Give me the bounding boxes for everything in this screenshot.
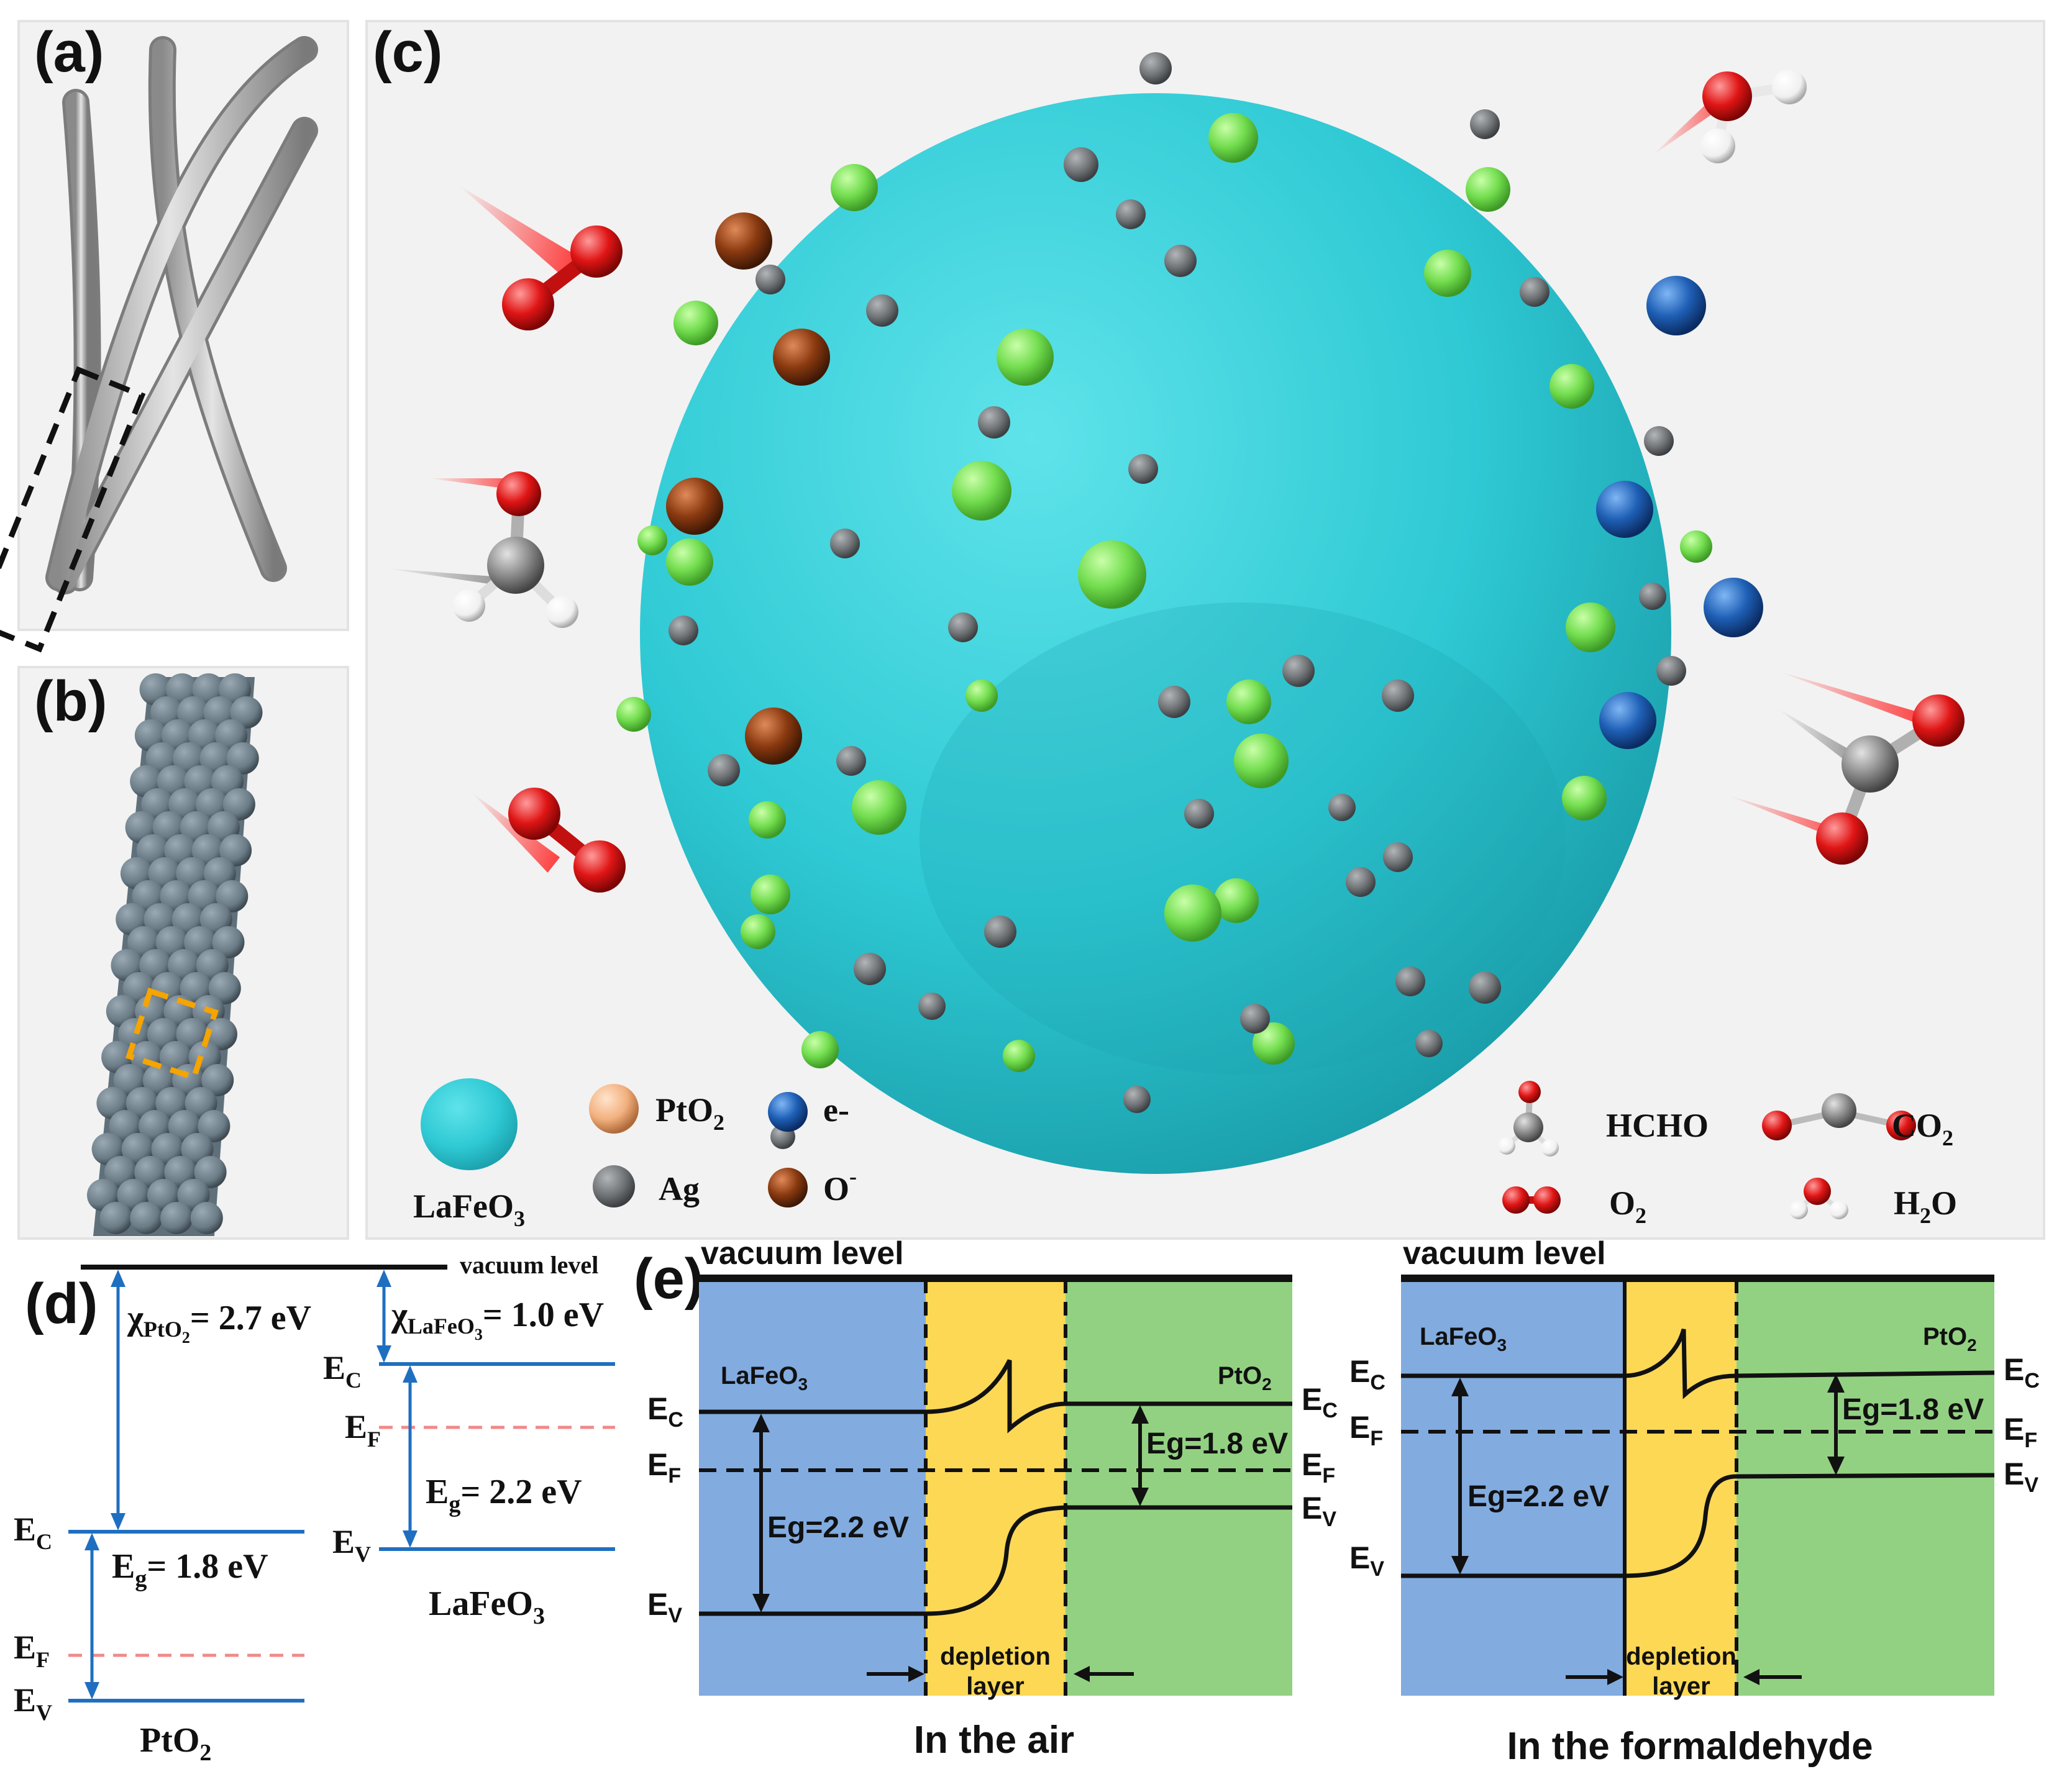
o2-molecule-top-left xyxy=(458,184,623,330)
e-air-ev-band xyxy=(699,1505,1292,1616)
h2o-molecule xyxy=(1653,70,1807,163)
o2-molecule-bottom-left xyxy=(471,788,626,893)
d-pto2-ef-label: EF xyxy=(14,1629,50,1672)
panel-label-b: (b) xyxy=(34,670,107,733)
d-lafeo3-ec-label: EC xyxy=(323,1349,362,1393)
d-chi-lafeo3-label: χLaFeO3= 1.0 eV xyxy=(391,1296,604,1344)
e-hcho-lafeo3-label: LaFeO3 xyxy=(1420,1323,1507,1355)
lafeo3-sphere xyxy=(640,93,1671,1174)
e-hcho-pto2-label: PtO2 xyxy=(1923,1323,1977,1355)
legend-panel-c: LaFeO3 PtO2 Ag e- O- HCHO CO2 xyxy=(413,1078,1957,1231)
e-air-caption: In the air xyxy=(914,1719,1074,1762)
co2-molecule xyxy=(1727,671,1965,865)
surface-particles xyxy=(616,52,1712,1149)
e-air-eg-left-label: Eg=2.2 eV xyxy=(767,1511,909,1544)
e-air-ef-right-label: EF xyxy=(1302,1447,1335,1488)
legend-lafeo3-sphere-icon xyxy=(421,1078,518,1170)
e-hcho-ec-left-label: EC xyxy=(1349,1354,1385,1394)
legend-h2o-icon xyxy=(1789,1178,1848,1219)
selection-box-dashed xyxy=(0,366,146,653)
d-lafeo3-label: LaFeO3 xyxy=(429,1585,545,1629)
legend-oxygen-ion-icon xyxy=(768,1168,808,1207)
zoom-box-orange xyxy=(126,988,219,1081)
e-air-ec-left-label: EC xyxy=(647,1391,683,1432)
e-hcho-depletion-region xyxy=(1625,1280,1737,1696)
e-air-ec-band xyxy=(699,1359,1292,1434)
d-pto2-ev-label: EV xyxy=(14,1681,52,1725)
legend-h2o-label: H2O xyxy=(1894,1185,1957,1228)
legend-electron-label: e- xyxy=(823,1091,849,1129)
e-hcho-ev-right-label: EV xyxy=(2004,1457,2038,1497)
e-air-eg-right-label: Eg=1.8 eV xyxy=(1146,1427,1288,1460)
legend-o2-icon xyxy=(1502,1186,1561,1214)
d-pto2-ec-label: EC xyxy=(14,1511,52,1554)
legend-hcho-label: HCHO xyxy=(1606,1107,1709,1144)
d-eg-pto2-label: Eg= 1.8 eV xyxy=(112,1547,268,1592)
nanofiber-rods xyxy=(45,36,318,594)
e-hcho-vacuum-label: vacuum level xyxy=(1403,1235,1606,1271)
single-nanofiber xyxy=(87,673,263,1236)
legend-electron-icon xyxy=(768,1092,808,1132)
legend-ag-icon xyxy=(593,1165,635,1207)
e-hcho-ec-band xyxy=(1401,1329,1995,1399)
e-hcho-eg-left-label: Eg=2.2 eV xyxy=(1467,1480,1609,1513)
legend-hcho-icon xyxy=(1498,1081,1559,1157)
hcho-molecule xyxy=(385,471,578,628)
panel-label-a: (a) xyxy=(34,20,104,84)
d-lafeo3-ef-label: EF xyxy=(345,1408,381,1452)
legend-o2-label: O2 xyxy=(1609,1185,1646,1228)
legend-co2-icon xyxy=(1762,1093,1916,1140)
e-air-ef-left-label: EF xyxy=(647,1447,681,1488)
panel-e-air: vacuum level LaFeO3 PtO2 Eg=2.2 eV Eg=1.… xyxy=(647,1235,1338,1762)
e-hcho-depletion-label: depletion xyxy=(1626,1643,1737,1670)
e-hcho-eg-right-label: Eg=1.8 eV xyxy=(1842,1393,1984,1426)
e-air-layer-label: layer xyxy=(966,1673,1024,1700)
e-air-vacuum-label: vacuum level xyxy=(701,1235,904,1271)
d-eg-lafeo3-label: Eg= 2.2 eV xyxy=(426,1473,582,1517)
panel-e-formaldehyde: vacuum level LaFeO3 PtO2 Eg=2.2 eV Eg=1.… xyxy=(1349,1235,2040,1768)
panel-label-d: (d) xyxy=(25,1272,98,1335)
legend-co2-label: CO2 xyxy=(1892,1107,1953,1150)
e-hcho-caption: In the formaldehyde xyxy=(1507,1725,1873,1768)
e-air-depletion-region xyxy=(926,1280,1066,1696)
d-chi-pto2-label: χPtO2= 2.7 eV xyxy=(127,1299,311,1347)
e-hcho-lafeo3-region xyxy=(1401,1280,1625,1696)
e-hcho-ev-band xyxy=(1401,1473,1995,1578)
e-hcho-layer-label: layer xyxy=(1652,1673,1710,1700)
e-hcho-ec-right-label: EC xyxy=(2004,1352,2040,1393)
e-air-ev-left-label: EV xyxy=(647,1587,682,1627)
e-air-ev-right-label: EV xyxy=(1302,1491,1336,1531)
e-hcho-pto2-region xyxy=(1737,1280,1994,1696)
legend-ag-label: Ag xyxy=(659,1170,700,1207)
legend-pto2-label: PtO2 xyxy=(655,1091,724,1135)
panel-d-band-diagram: vacuum level χPtO2= 2.7 eV χLaFeO3= 1.0 … xyxy=(14,1251,615,1766)
e-hcho-ef-left-label: EF xyxy=(1349,1410,1383,1450)
d-pto2-label: PtO2 xyxy=(140,1721,211,1766)
legend-oxygen-ion-label: O- xyxy=(823,1164,857,1207)
legend-pto2-icon xyxy=(589,1084,639,1134)
e-air-pto2-label: PtO2 xyxy=(1218,1362,1272,1394)
e-air-pto2-region xyxy=(1066,1280,1292,1696)
e-hcho-ev-left-label: EV xyxy=(1349,1540,1384,1581)
sphere-shade xyxy=(920,602,1566,1075)
panel-label-c: (c) xyxy=(373,20,442,84)
e-hcho-ef-right-label: EF xyxy=(2004,1412,2037,1452)
panel-label-e: (e) xyxy=(634,1247,703,1311)
d-vacuum-level-label: vacuum level xyxy=(460,1251,598,1279)
e-air-lafeo3-region xyxy=(699,1280,926,1696)
electrons xyxy=(1646,276,1763,637)
e-air-depletion-label: depletion xyxy=(940,1643,1051,1670)
legend-lafeo3-label: LaFeO3 xyxy=(413,1188,525,1231)
e-air-lafeo3-label: LaFeO3 xyxy=(721,1362,808,1394)
d-lafeo3-ev-label: EV xyxy=(332,1523,371,1566)
e-air-ec-right-label: EC xyxy=(1302,1382,1338,1422)
